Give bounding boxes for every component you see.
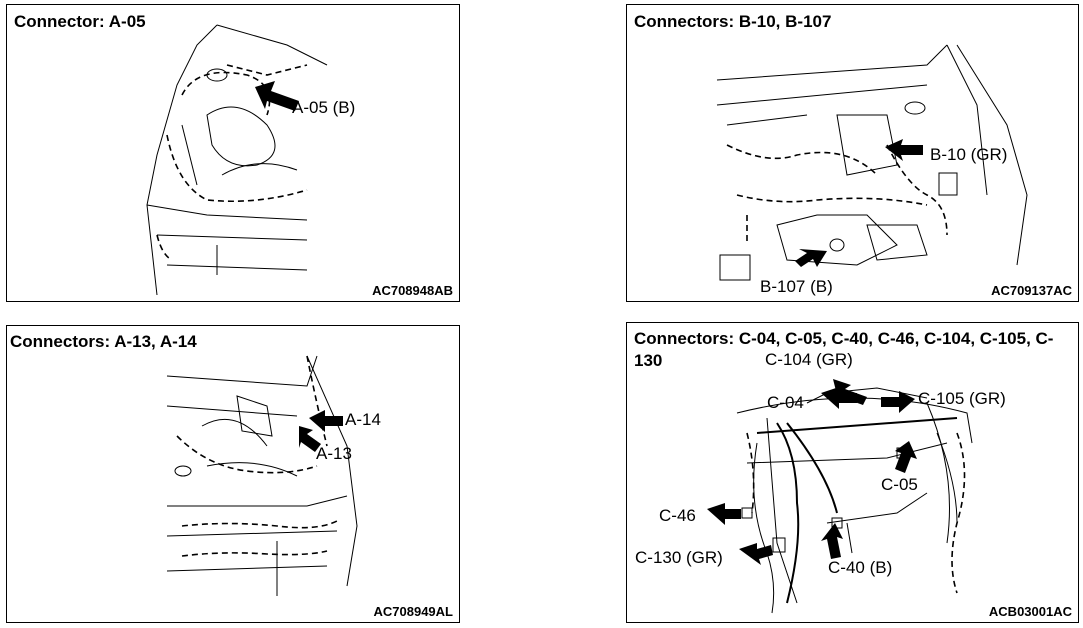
connector-label-c40: C-40 (B) [828, 558, 893, 577]
arrow-a05 [255, 81, 299, 111]
engine-bay-illustration [166, 355, 358, 596]
panel-title: Connectors: A-13, A-14 [10, 332, 197, 351]
connector-label-b10: B-10 (GR) [930, 145, 1008, 164]
connector-label-c46: C-46 [659, 506, 696, 525]
connector-label-a13: A-13 [316, 444, 352, 463]
connector-label-c105: C-105 (GR) [918, 389, 1006, 408]
connector-label-a05: A-05 (B) [292, 98, 356, 117]
arrow-c04 [821, 387, 857, 409]
panel-title: Connector: A-05 [14, 12, 146, 31]
arrow-c05 [895, 441, 917, 473]
dashboard-harness-illustration [707, 379, 973, 614]
diagram-panel-c-connectors: Connectors: C-04, C-05, C-40, C-46, C-10… [626, 322, 1079, 623]
arrow-a13 [299, 426, 321, 452]
arrow-c104 [833, 379, 867, 405]
figure-code: AC708948AB [372, 283, 453, 298]
arrow-c130 [739, 543, 773, 565]
engine-bay-illustration [146, 24, 328, 296]
arrow-c105 [881, 391, 915, 413]
connector-label-c05: C-05 [881, 475, 918, 494]
arrow-c40 [821, 523, 843, 559]
connector-label-a14: A-14 [345, 410, 381, 429]
connector-label-b107: B-107 (B) [760, 277, 833, 296]
arrow-a14 [309, 410, 343, 432]
connector-label-c104: C-104 (GR) [765, 350, 853, 369]
engine-bay-illustration [716, 44, 1028, 281]
figure-code: AC709137AC [991, 283, 1072, 298]
arrow-b10 [885, 139, 923, 161]
figure-code: AC708949AL [373, 604, 454, 619]
arrow-b107 [795, 249, 827, 267]
diagram-panel-a13-a14: Connectors: A-13, A-14 A-14 A-13 AC70894… [6, 325, 460, 623]
connector-label-c130: C-130 (GR) [635, 548, 723, 567]
panel-title: Connectors: B-10, B-107 [634, 12, 832, 31]
diagram-panel-a05: Connector: A-05 A-05 (B) AC708948AB [6, 4, 460, 302]
figure-code: ACB03001AC [988, 604, 1072, 619]
diagram-panel-b10-b107: Connectors: B-10, B-107 B-10 (GR) B-107 … [626, 4, 1079, 302]
panel-title: Connectors: C-04, C-05, C-40, C-46, C-10… [634, 329, 1054, 370]
arrow-c46 [707, 503, 741, 525]
connector-label-c04: C-04 [767, 393, 804, 412]
